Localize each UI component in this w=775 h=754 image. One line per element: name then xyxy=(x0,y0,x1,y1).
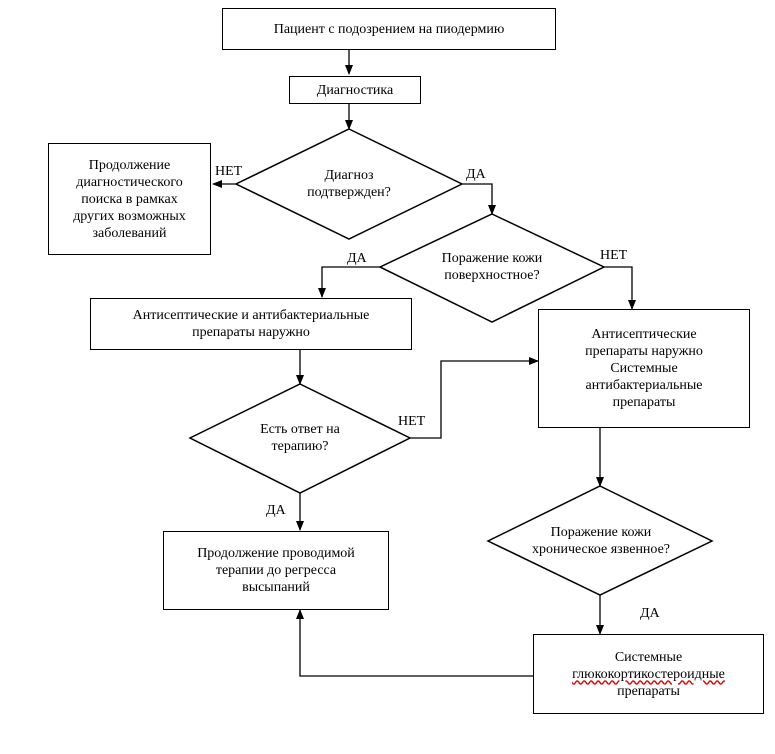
decision-skin-superficial xyxy=(378,213,606,323)
label-d4-yes: ДА xyxy=(640,606,660,621)
decision-diagnosis-confirmed xyxy=(234,128,464,240)
decision-chronic-text: Поражение кожи хроническое язвенное? xyxy=(531,525,671,557)
arrow-decision1-yes xyxy=(462,183,496,215)
arrow-decision2-no xyxy=(604,266,636,310)
corticosteroids-text-3: препараты xyxy=(617,683,680,699)
label-d3-yes: ДА xyxy=(266,503,286,518)
decision-diagnosis-text: Диагноз подтвержден? xyxy=(307,168,391,200)
systemic-therapy-text-1: Антисептические препараты наружно xyxy=(585,327,703,359)
decision-therapy-response xyxy=(188,383,412,494)
systemic-therapy-node: Антисептические препараты наружно Систем… xyxy=(538,309,750,428)
continue-therapy-text: Продолжение проводимой терапии до регрес… xyxy=(197,546,355,595)
corticosteroids-text-1: Системные xyxy=(614,649,683,665)
label-d1-yes: ДА xyxy=(466,167,486,182)
systemic-therapy-text-2: Системные антибактериальные препараты xyxy=(585,361,703,410)
topical-therapy-text: Антисептические и антибактериальные преп… xyxy=(132,308,370,340)
diagnostics-node: Диагностика xyxy=(289,76,421,104)
continue-search-node: Продолжение диагностического поиска в ра… xyxy=(48,143,211,255)
continue-therapy-node: Продолжение проводимой терапии до регрес… xyxy=(163,531,389,610)
decision-chronic-ulcerative xyxy=(486,485,714,596)
topical-therapy-node: Антисептические и антибактериальные преп… xyxy=(90,298,412,350)
start-node: Пациент с подозрением на пиодермию xyxy=(222,8,556,50)
start-node-text: Пациент с подозрением на пиодермию xyxy=(273,21,505,37)
label-d3-no: НЕТ xyxy=(398,414,426,429)
diagnostics-node-text: Диагностика xyxy=(316,82,394,98)
label-d1-no: НЕТ xyxy=(215,164,243,179)
label-d2-yes: ДА xyxy=(347,251,367,266)
arrow-decision2-yes xyxy=(318,266,380,298)
decision-superficial-text: Поражение кожи поверхностное? xyxy=(441,251,543,283)
arrow-gcs-to-continue xyxy=(296,609,533,677)
label-d2-no: НЕТ xyxy=(600,248,628,263)
corticosteroids-node: Системные глюкокортикостероидные препара… xyxy=(533,634,764,714)
decision-response-text: Есть ответ на терапию? xyxy=(260,422,340,454)
corticosteroids-text-2: глюкокортикостероидные xyxy=(572,666,725,682)
arrow-decision3-no xyxy=(410,357,539,439)
continue-search-text: Продолжение диагностического поиска в ра… xyxy=(73,157,186,241)
